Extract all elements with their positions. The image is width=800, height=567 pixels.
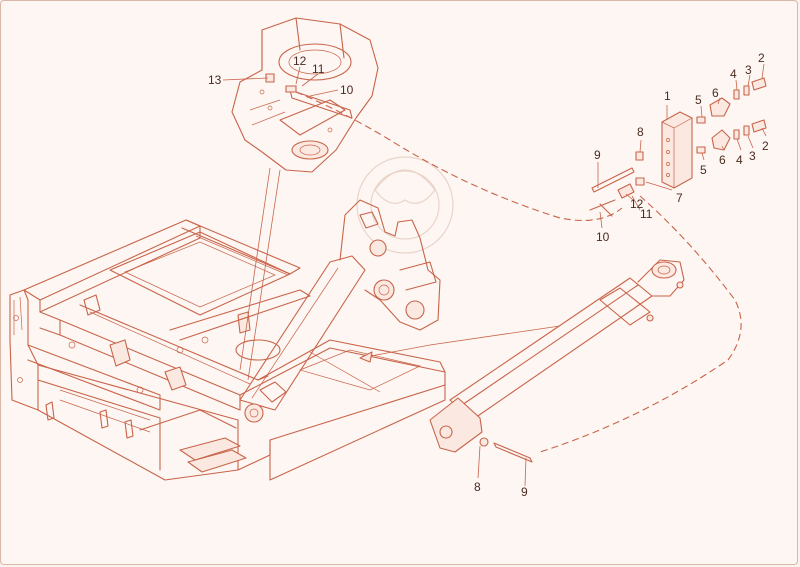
callout-8: 8 [474,480,481,494]
valve-block [661,111,693,189]
callout-5: 5 [700,163,707,177]
hydraulic-cylinder [429,259,685,453]
fittings-upper [696,77,767,154]
callout-10: 10 [596,230,610,244]
hydraulic-hose-lower [539,195,742,453]
callout-7: 7 [676,191,683,205]
callout-4: 4 [730,67,737,81]
callout-10: 10 [340,83,354,97]
callout-12: 12 [630,197,644,211]
callout-leaders [222,63,767,487]
callout-8: 8 [637,125,644,139]
callout-3: 3 [749,149,756,163]
chassis-frame [9,219,446,481]
turret-housing [231,17,379,173]
callout-9: 9 [594,148,601,162]
callout-1: 1 [664,89,671,103]
callout-5: 5 [695,93,702,107]
callout-13: 13 [208,73,222,87]
hydraulic-hose-upper [295,91,623,221]
callout-4: 4 [736,153,743,167]
callout-2: 2 [758,51,765,65]
callout-labels: 1 2 3 4 6 5 2 3 4 5 6 7 8 9 12 11 10 13 … [208,51,769,499]
callout-6: 6 [719,153,726,167]
callout-11: 11 [640,207,653,221]
callout-3: 3 [745,63,752,77]
callout-9: 9 [521,485,528,499]
fittings-lower [479,151,645,463]
callout-12: 12 [293,54,307,68]
boom-assembly [169,199,441,423]
callout-11: 11 [312,62,325,76]
assembly-leader-lines [239,167,281,381]
callout-6: 6 [712,86,719,100]
callout-2: 2 [762,139,769,153]
